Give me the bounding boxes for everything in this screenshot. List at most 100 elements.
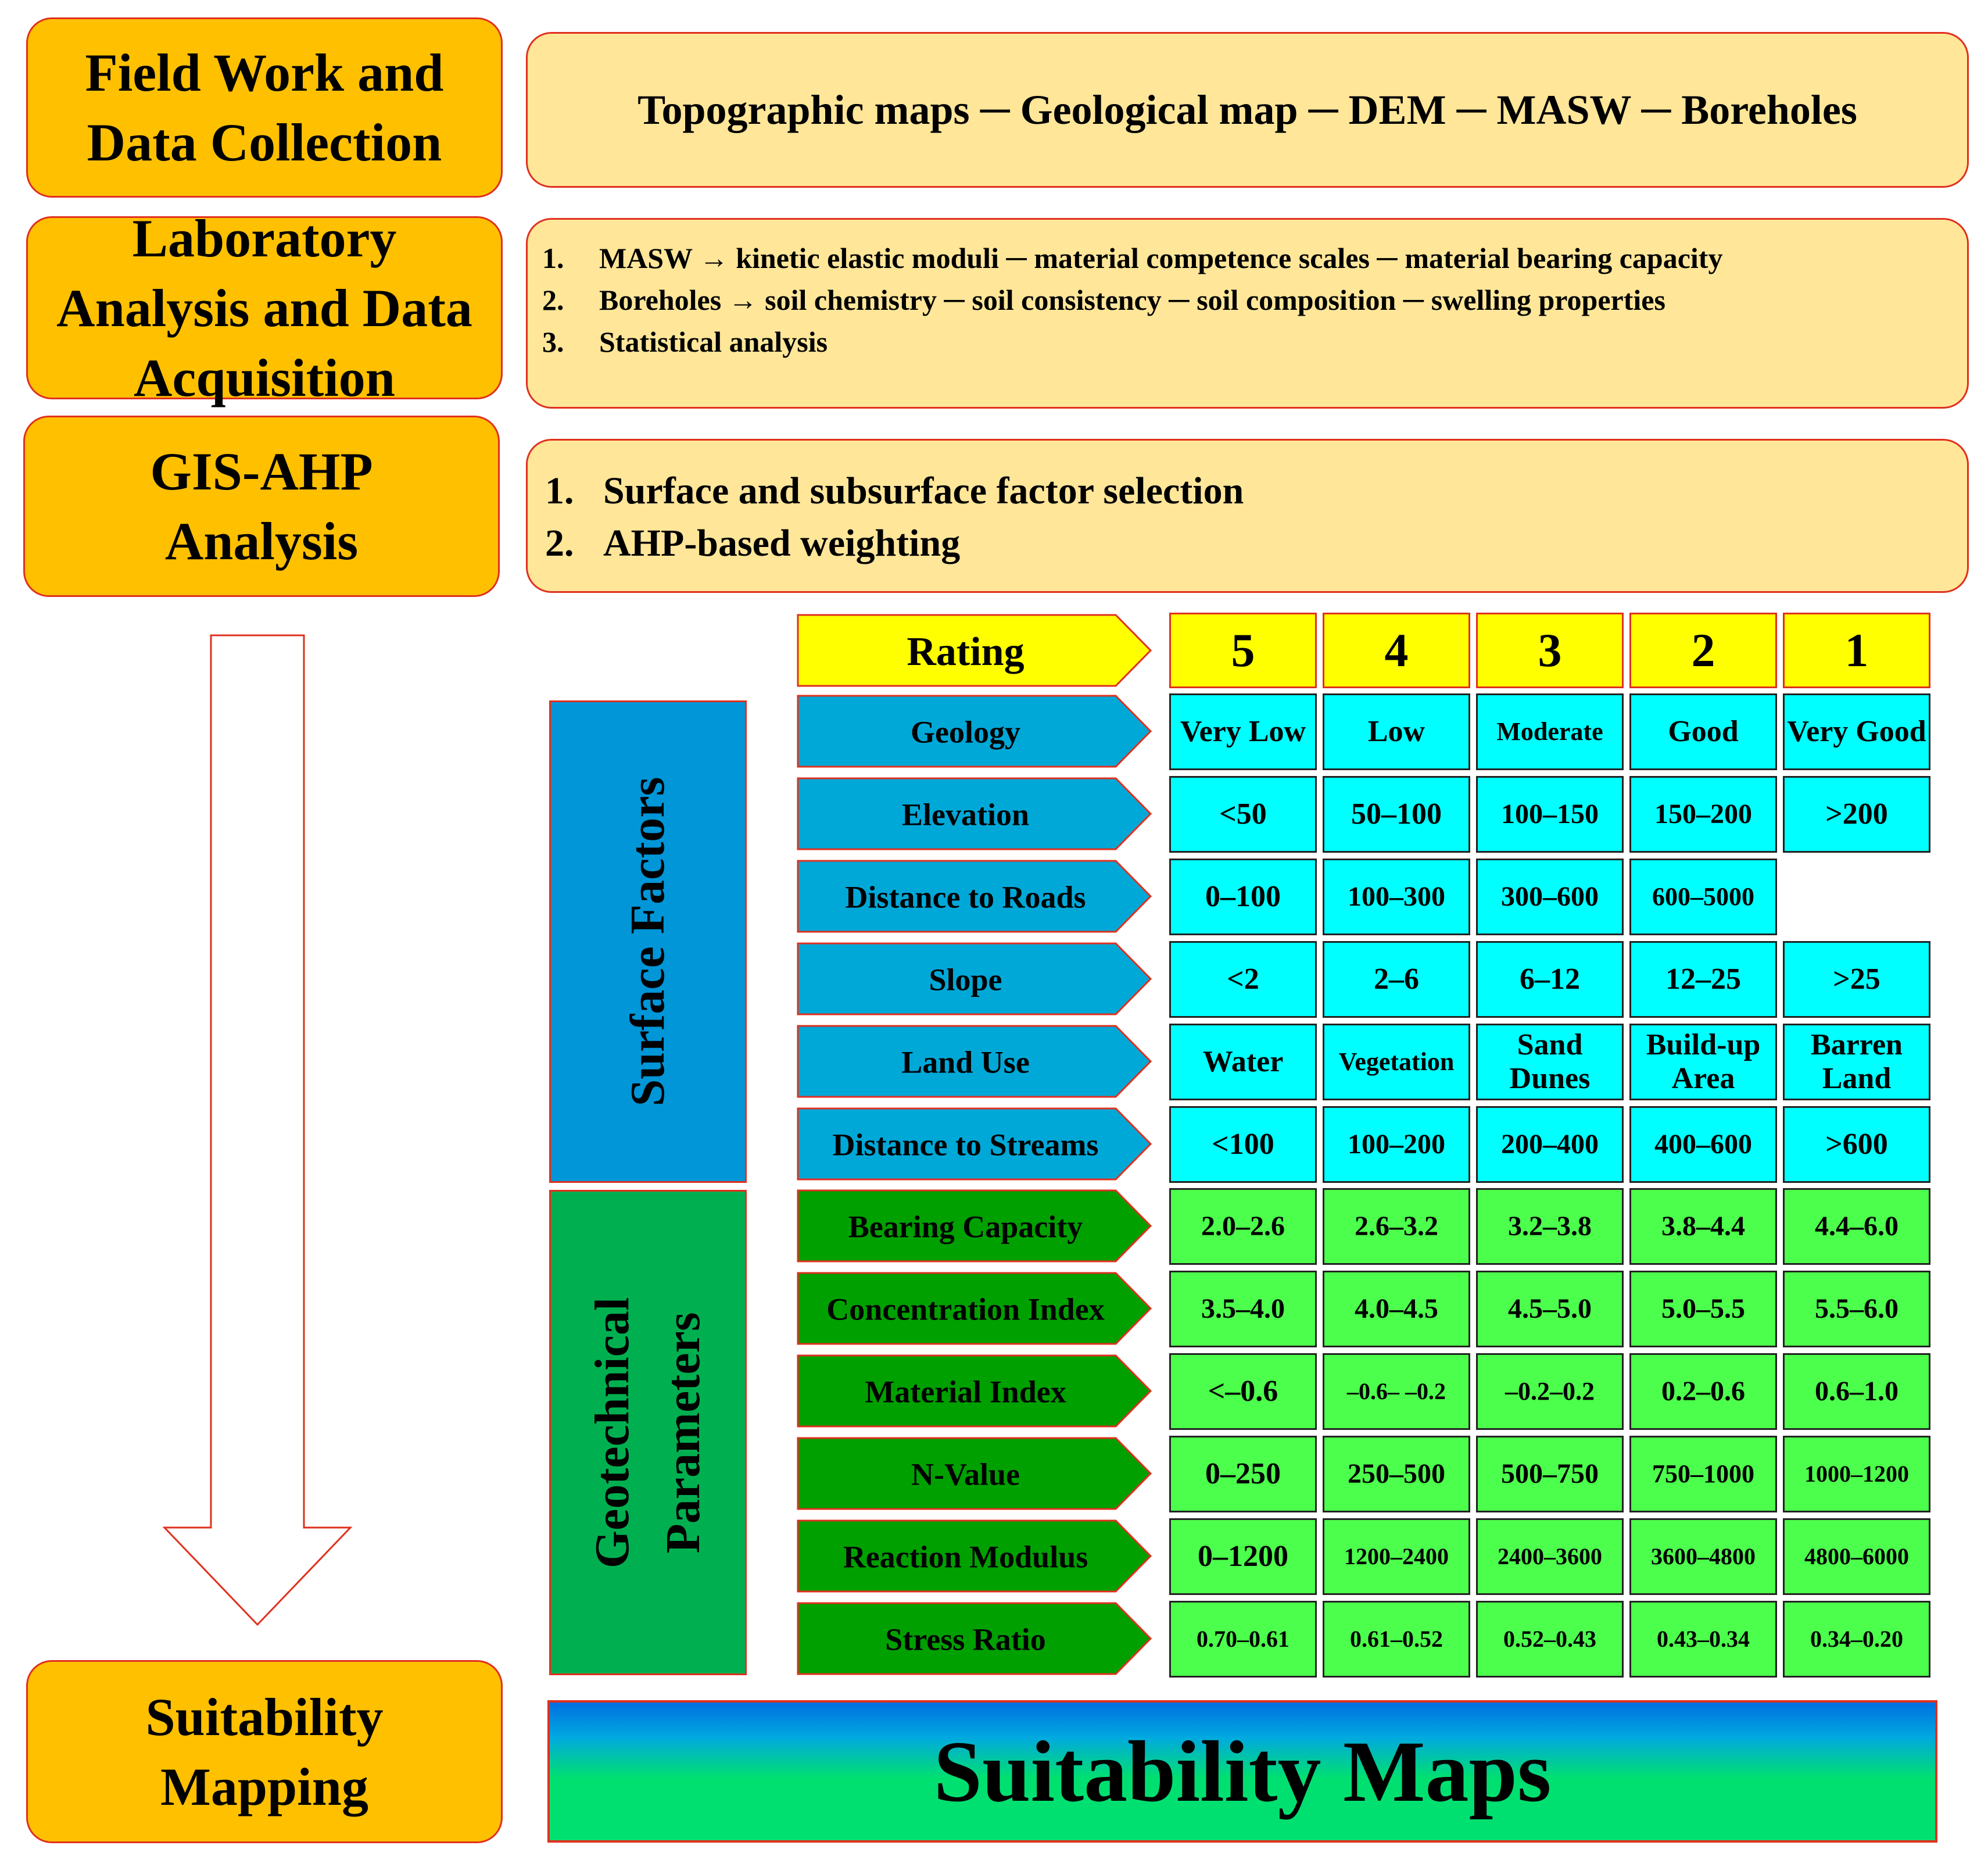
geotech-parameter-cell: 0.70–0.61 bbox=[1169, 1601, 1317, 1678]
surface-factor-label: Land Use bbox=[797, 1025, 1152, 1098]
surface-factor-label-text: Distance to Streams bbox=[833, 1127, 1099, 1162]
rating-value-cell: 1 bbox=[1783, 613, 1930, 688]
surface-factor-label: Elevation bbox=[797, 777, 1152, 850]
lab_items-item: 3.Statistical analysis bbox=[542, 321, 1953, 363]
geotech-parameter-label: Material Index bbox=[797, 1354, 1152, 1428]
geotech-parameter-cell: 2400–3600 bbox=[1476, 1518, 1624, 1595]
geotech-parameter-cell: 1200–2400 bbox=[1323, 1518, 1470, 1595]
geotech-parameter-label-text: Material Index bbox=[865, 1374, 1066, 1409]
geotech-parameter-label: Reaction Modulus bbox=[797, 1519, 1152, 1593]
surface-factor-label: Geology bbox=[797, 695, 1152, 768]
lab_items-item-number: 1. bbox=[542, 242, 564, 274]
surface-factor-cell: Moderate bbox=[1476, 693, 1624, 770]
lab_items-item: 1.MASW → kinetic elastic moduli ─ materi… bbox=[542, 237, 1953, 279]
gis_items-item: 2. AHP-based weighting bbox=[545, 517, 1950, 570]
geotech-parameter-cell: 3.5–4.0 bbox=[1169, 1271, 1317, 1347]
suitability-maps-title: Suitability Maps bbox=[933, 1723, 1552, 1820]
rating-value-cell: 3 bbox=[1476, 613, 1624, 688]
geotech-parameter-label: Concentration Index bbox=[797, 1272, 1152, 1345]
stage-suitability-mapping: Suitability Mapping bbox=[26, 1660, 503, 1843]
geotech-parameter-cell: 4.0–4.5 bbox=[1323, 1271, 1470, 1347]
surface-factor-cell: Sand Dunes bbox=[1476, 1024, 1624, 1100]
surface-factor-cell: 6–12 bbox=[1476, 941, 1624, 1018]
surface-factor-cell: 50–100 bbox=[1323, 776, 1470, 853]
surface-factor-cell: Very Good bbox=[1783, 693, 1930, 770]
geotech-parameter-cell: 750–1000 bbox=[1629, 1436, 1777, 1512]
surface-factor-cell: Build-up Area bbox=[1629, 1024, 1777, 1100]
surface-factor-cell: Low bbox=[1323, 693, 1470, 770]
rating-header-label: Rating bbox=[797, 614, 1152, 687]
gis_items-item-number: 1. bbox=[545, 470, 574, 512]
surface-factor-cell: 100–300 bbox=[1323, 859, 1470, 935]
geotech-parameter-cell: 4800–6000 bbox=[1783, 1518, 1930, 1595]
surface-factor-cell: 2–6 bbox=[1323, 941, 1470, 1018]
geotech-parameter-cell: –0.2–0.2 bbox=[1476, 1353, 1624, 1430]
stage-gis-ahp: GIS-AHP Analysis bbox=[23, 416, 500, 597]
geotech-parameter-cell: 0.52–0.43 bbox=[1476, 1601, 1624, 1678]
gis_items-item-text: Surface and subsurface factor selection bbox=[603, 470, 1244, 512]
geotech-parameter-cell: 5.5–6.0 bbox=[1783, 1271, 1930, 1347]
lab_items-item: 2. Boreholes → soil chemistry ─ soil cons… bbox=[542, 279, 1953, 321]
gis-ahp-description: 1. Surface and subsurface factor selectio… bbox=[526, 439, 1969, 593]
surface-factor-label-text: Geology bbox=[911, 714, 1020, 749]
geotech-parameter-label-text: Stress Ratio bbox=[885, 1622, 1046, 1657]
surface-factor-cell: Good bbox=[1629, 693, 1777, 770]
rating-value-cell: 2 bbox=[1629, 613, 1777, 688]
surface-factor-cell: 300–600 bbox=[1476, 859, 1624, 935]
geotech-parameter-label-text: Bearing Capacity bbox=[848, 1209, 1083, 1244]
geotech-parameter-cell: 0.6–1.0 bbox=[1783, 1353, 1930, 1430]
surface-factor-cell: >600 bbox=[1783, 1106, 1930, 1183]
stage-laboratory-analysis-title: Laboratory Analysis and Data Acquisition bbox=[56, 208, 472, 407]
geotech-parameter-label: Bearing Capacity bbox=[797, 1189, 1152, 1263]
geotech-parameter-label-text: N-Value bbox=[911, 1457, 1020, 1492]
geotech-parameter-cell: 2.6–3.2 bbox=[1323, 1188, 1470, 1265]
geotechnical-parameters-band: Geotechnical Parameters bbox=[549, 1190, 747, 1675]
surface-factor-cell: >200 bbox=[1783, 776, 1930, 853]
geotech-parameter-cell: 1000–1200 bbox=[1783, 1436, 1930, 1512]
surface-factor-cell: 150–200 bbox=[1629, 776, 1777, 853]
stage-field-work: Field Work and Data Collection bbox=[26, 17, 503, 198]
surface-factor-cell: 600–5000 bbox=[1629, 859, 1777, 935]
flow-down-arrow-icon bbox=[162, 634, 353, 1626]
lab_items-item-text: Statistical analysis bbox=[599, 326, 828, 358]
geotech-parameter-cell: <–0.6 bbox=[1169, 1353, 1317, 1430]
surface-factor-cell: <100 bbox=[1169, 1106, 1317, 1183]
surface-factor-label: Slope bbox=[797, 942, 1152, 1015]
geotech-parameter-cell: 3600–4800 bbox=[1629, 1518, 1777, 1595]
geotech-parameter-cell: 5.0–5.5 bbox=[1629, 1271, 1777, 1347]
rating-header-label-text: Rating bbox=[907, 630, 1024, 674]
geotech-parameter-label-text: Concentration Index bbox=[826, 1292, 1105, 1326]
geotech-parameter-cell: 250–500 bbox=[1323, 1436, 1470, 1512]
surface-factors-label: Surface Factors bbox=[621, 777, 675, 1107]
geotech-parameter-cell: –0.6– –0.2 bbox=[1323, 1353, 1470, 1430]
geotech-parameter-cell: 0.61–0.52 bbox=[1323, 1601, 1470, 1678]
surface-factor-label: Distance to Streams bbox=[797, 1107, 1152, 1181]
surface-factor-cell: Very Low bbox=[1169, 693, 1317, 770]
field-work-description-text: Topographic maps ─ Geological map ─ DEM … bbox=[637, 86, 1857, 133]
geotech-parameter-cell: 0–1200 bbox=[1169, 1518, 1317, 1595]
suitability-maps-result: Suitability Maps bbox=[547, 1700, 1937, 1843]
gis_items-item: 1. Surface and subsurface factor selectio… bbox=[545, 465, 1950, 517]
surface-factor-cell: <50 bbox=[1169, 776, 1317, 853]
surface-factor-cell: 100–200 bbox=[1323, 1106, 1470, 1183]
lab-analysis-list: 1.MASW → kinetic elastic moduli ─ materi… bbox=[542, 237, 1953, 363]
lab_items-item-text: Boreholes → soil chemistry ─ soil consis… bbox=[599, 284, 1665, 316]
surface-factor-label-text: Land Use bbox=[901, 1045, 1030, 1079]
geotech-parameter-cell: 4.4–6.0 bbox=[1783, 1188, 1930, 1265]
surface-factor-cell: <2 bbox=[1169, 941, 1317, 1018]
geotechnical-parameters-label: Geotechnical Parameters bbox=[585, 1297, 710, 1568]
surface-factor-label: Distance to Roads bbox=[797, 860, 1152, 933]
stage-field-work-title: Field Work and Data Collection bbox=[85, 43, 444, 172]
stage-laboratory-analysis: Laboratory Analysis and Data Acquisition bbox=[26, 209, 503, 407]
gis_items-item-text: AHP-based weighting bbox=[603, 522, 961, 564]
surface-factor-cell: Barren Land bbox=[1783, 1024, 1930, 1100]
surface-factor-cell: 100–150 bbox=[1476, 776, 1624, 853]
surface-factor-cell: 12–25 bbox=[1629, 941, 1777, 1018]
surface-factor-label-text: Elevation bbox=[902, 797, 1029, 832]
lab_items-item-number: 2. bbox=[542, 284, 564, 316]
geotech-parameter-cell: 0.2–0.6 bbox=[1629, 1353, 1777, 1430]
lab-analysis-description: 1.MASW → kinetic elastic moduli ─ materi… bbox=[526, 218, 1969, 409]
surface-factor-label-text: Slope bbox=[929, 962, 1002, 997]
gis_items-item-number: 2. bbox=[545, 522, 574, 564]
